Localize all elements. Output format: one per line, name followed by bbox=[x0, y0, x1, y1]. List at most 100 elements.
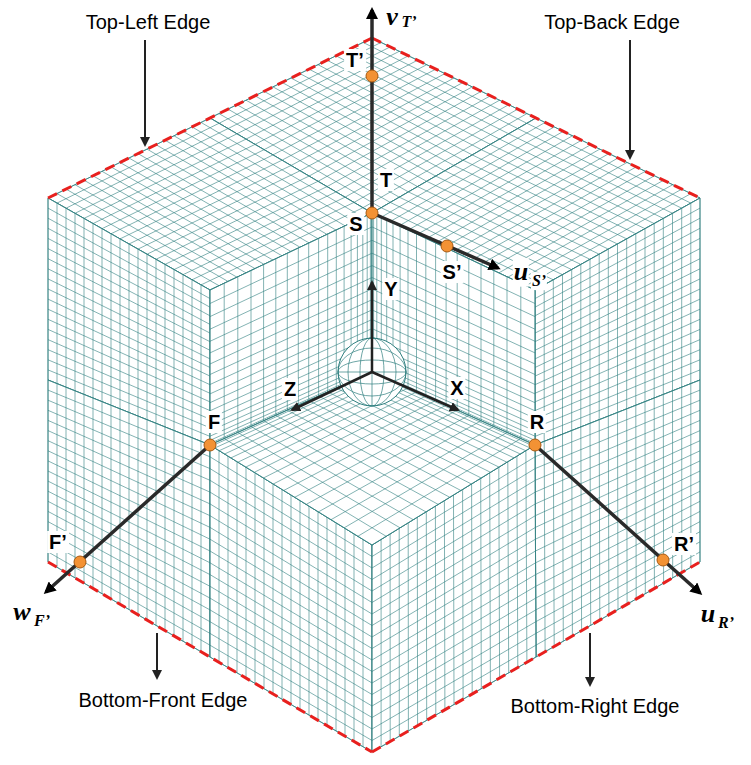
mesh-line bbox=[147, 176, 309, 254]
mesh-line bbox=[626, 409, 627, 604]
mesh-line bbox=[536, 501, 700, 586]
hex-mesh bbox=[48, 38, 700, 752]
mesh-line bbox=[535, 289, 700, 368]
mesh-line bbox=[156, 423, 157, 625]
mesh-line bbox=[454, 166, 618, 245]
mesh-line bbox=[372, 445, 535, 545]
mesh-line bbox=[427, 181, 590, 259]
axis-label: Z bbox=[282, 378, 298, 400]
mesh-line bbox=[300, 501, 301, 710]
mesh-line bbox=[156, 181, 318, 259]
mesh-line bbox=[536, 542, 700, 634]
mesh-line bbox=[165, 264, 166, 427]
mesh-line bbox=[48, 481, 210, 563]
mesh-line bbox=[210, 551, 372, 649]
mesh-line bbox=[372, 598, 536, 694]
mesh-line bbox=[111, 167, 273, 260]
mesh-line bbox=[309, 506, 310, 715]
mesh-line bbox=[425, 238, 426, 396]
mesh-line bbox=[436, 176, 599, 254]
mesh-line bbox=[48, 511, 210, 598]
point-label: S’ bbox=[441, 261, 464, 283]
mesh-line bbox=[282, 82, 445, 170]
mesh-line bbox=[174, 270, 175, 431]
mesh-line bbox=[536, 481, 700, 563]
mesh-line bbox=[372, 586, 536, 683]
mesh-line bbox=[210, 598, 372, 694]
mesh-line bbox=[493, 271, 494, 427]
mesh-line bbox=[358, 439, 521, 537]
mesh-line bbox=[454, 158, 619, 252]
point-label: F bbox=[206, 411, 222, 433]
mesh-line bbox=[309, 87, 472, 176]
mesh-line bbox=[224, 439, 386, 537]
mesh-line bbox=[275, 259, 276, 416]
mesh-line bbox=[654, 224, 655, 399]
mesh-line bbox=[254, 392, 416, 472]
axis-label: Y bbox=[382, 278, 399, 300]
mesh-line bbox=[372, 372, 535, 445]
mesh-line bbox=[535, 299, 700, 376]
edge-callout: Top-Back Edge bbox=[544, 11, 680, 33]
mesh-line bbox=[336, 230, 337, 388]
mesh-line bbox=[372, 278, 535, 353]
mesh-line bbox=[201, 441, 202, 651]
mesh-line bbox=[462, 489, 464, 699]
point-label: R bbox=[528, 411, 546, 433]
mesh-line bbox=[295, 410, 458, 497]
axis-symbol: u bbox=[513, 258, 529, 287]
parametric-axes bbox=[46, 10, 700, 593]
mesh-line bbox=[645, 229, 646, 402]
mesh-line bbox=[700, 198, 701, 380]
orange-points bbox=[74, 70, 669, 568]
mesh-line bbox=[328, 392, 491, 472]
mesh-line bbox=[372, 551, 536, 649]
mesh-line bbox=[48, 542, 210, 634]
callout-arrows bbox=[145, 40, 630, 685]
mesh-line bbox=[468, 259, 469, 416]
mesh-line bbox=[48, 309, 210, 385]
mesh-line bbox=[210, 372, 372, 445]
mesh-line bbox=[626, 239, 627, 409]
red-dashed-edges bbox=[48, 38, 700, 752]
mesh-line bbox=[635, 405, 636, 599]
mesh-line bbox=[48, 501, 210, 586]
mesh-line bbox=[526, 451, 527, 663]
mesh-line bbox=[210, 278, 372, 353]
mesh-line bbox=[210, 586, 372, 683]
mesh-line bbox=[372, 610, 536, 706]
mesh-line bbox=[174, 431, 175, 636]
axis-subscript: F’ bbox=[33, 612, 51, 630]
mesh-line bbox=[210, 227, 372, 304]
mesh-line bbox=[48, 491, 210, 574]
mesh-line bbox=[372, 563, 536, 660]
mesh-line bbox=[690, 203, 691, 384]
mesh-line bbox=[210, 575, 372, 672]
mesh-line bbox=[192, 438, 193, 647]
mesh-line bbox=[147, 420, 148, 620]
mesh-line bbox=[210, 563, 372, 660]
mesh-line bbox=[372, 213, 373, 372]
mesh-line bbox=[408, 230, 409, 388]
mesh-line bbox=[681, 208, 682, 387]
mesh-line bbox=[700, 380, 701, 562]
edge-callout: Bottom-Right Edge bbox=[511, 695, 680, 717]
mesh-line bbox=[48, 532, 210, 622]
mesh-line bbox=[183, 275, 184, 435]
inner-axes bbox=[292, 282, 458, 410]
mesh-line bbox=[536, 491, 700, 574]
axis-subscript: S’ bbox=[531, 272, 547, 290]
mesh-line bbox=[48, 471, 210, 551]
mesh-line bbox=[536, 511, 700, 598]
mesh-line bbox=[263, 265, 264, 421]
mesh-line bbox=[663, 218, 664, 394]
mesh-line bbox=[210, 253, 372, 329]
mesh-line bbox=[287, 410, 450, 497]
mesh-line bbox=[520, 283, 521, 438]
mesh-line bbox=[363, 539, 364, 746]
mesh-line bbox=[129, 158, 291, 252]
point-label: T bbox=[378, 169, 394, 191]
axis-label: X bbox=[448, 377, 465, 399]
mesh-line bbox=[300, 82, 463, 170]
